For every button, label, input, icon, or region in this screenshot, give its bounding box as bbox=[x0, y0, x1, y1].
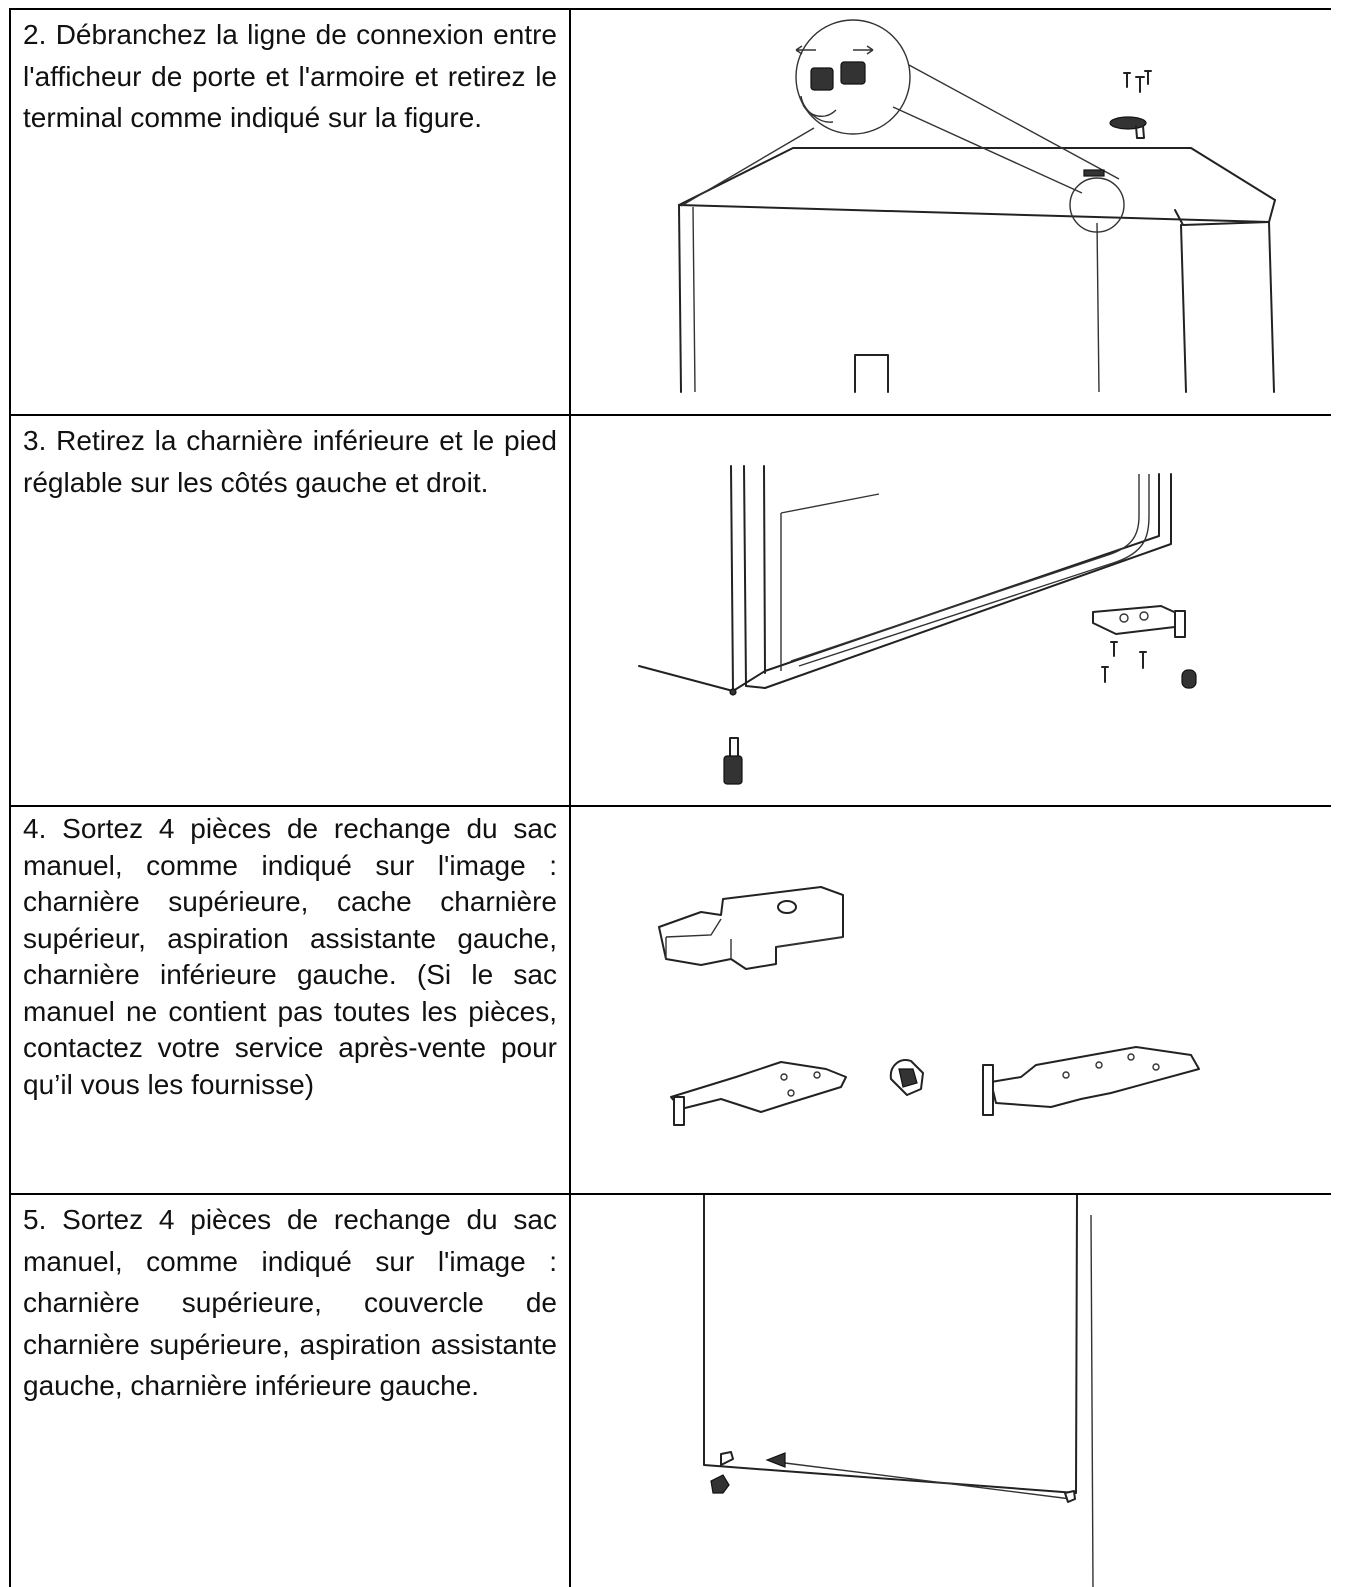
step-figure-bottom-hinge bbox=[571, 416, 1331, 805]
lower-left-hinge-icon bbox=[670, 1061, 847, 1126]
step-figure-door-bottom bbox=[571, 1195, 1331, 1587]
hinge-cover-icon bbox=[1109, 116, 1147, 139]
fridge-bottom-illustration bbox=[638, 465, 1197, 785]
upper-hinge-cover-icon bbox=[658, 886, 844, 970]
instruction-table: 2. Débranchez la ligne de connexion entr… bbox=[9, 8, 1331, 1587]
screws-icon bbox=[1123, 70, 1152, 93]
assistant-suction-icon bbox=[710, 1474, 730, 1494]
step-row-5: 5. Sortez 4 pièces de rechange du sac ma… bbox=[9, 1193, 1331, 1587]
screws-icon bbox=[1101, 641, 1147, 683]
hinge-part-icon bbox=[720, 1451, 1076, 1503]
step-text: 2. Débranchez la ligne de connexion entr… bbox=[23, 19, 557, 133]
step-text: 4. Sortez 4 pièces de rechange du sac ma… bbox=[23, 813, 557, 1100]
assistant-suction-icon bbox=[889, 1059, 924, 1096]
step-text: 5. Sortez 4 pièces de rechange du sac ma… bbox=[23, 1204, 557, 1401]
adjustable-foot-icon bbox=[723, 737, 743, 785]
step-row-4: 4. Sortez 4 pièces de rechange du sac ma… bbox=[9, 805, 1331, 1193]
fridge-top-illustration bbox=[678, 19, 1276, 393]
step-row-2: 2. Débranchez la ligne de connexion entr… bbox=[9, 8, 1331, 414]
bottom-hinge-icon bbox=[1092, 605, 1186, 638]
step-text-cell: 3. Retirez la charnière inférieure et le… bbox=[9, 416, 571, 805]
step-text-cell: 2. Débranchez la ligne de connexion entr… bbox=[9, 10, 571, 414]
step-row-3: 3. Retirez la charnière inférieure et le… bbox=[9, 414, 1331, 805]
spare-parts-illustration bbox=[658, 886, 1200, 1126]
step-figure-spare-parts bbox=[571, 807, 1331, 1193]
step-text-cell: 5. Sortez 4 pièces de rechange du sac ma… bbox=[9, 1195, 571, 1587]
door-bottom-illustration bbox=[703, 1195, 1094, 1587]
adjustable-foot-icon bbox=[1181, 669, 1197, 689]
step-figure-door-display-terminal bbox=[571, 10, 1331, 414]
step-text-cell: 4. Sortez 4 pièces de rechange du sac ma… bbox=[9, 807, 571, 1193]
step-text: 3. Retirez la charnière inférieure et le… bbox=[23, 425, 557, 498]
upper-hinge-icon bbox=[982, 1046, 1200, 1116]
